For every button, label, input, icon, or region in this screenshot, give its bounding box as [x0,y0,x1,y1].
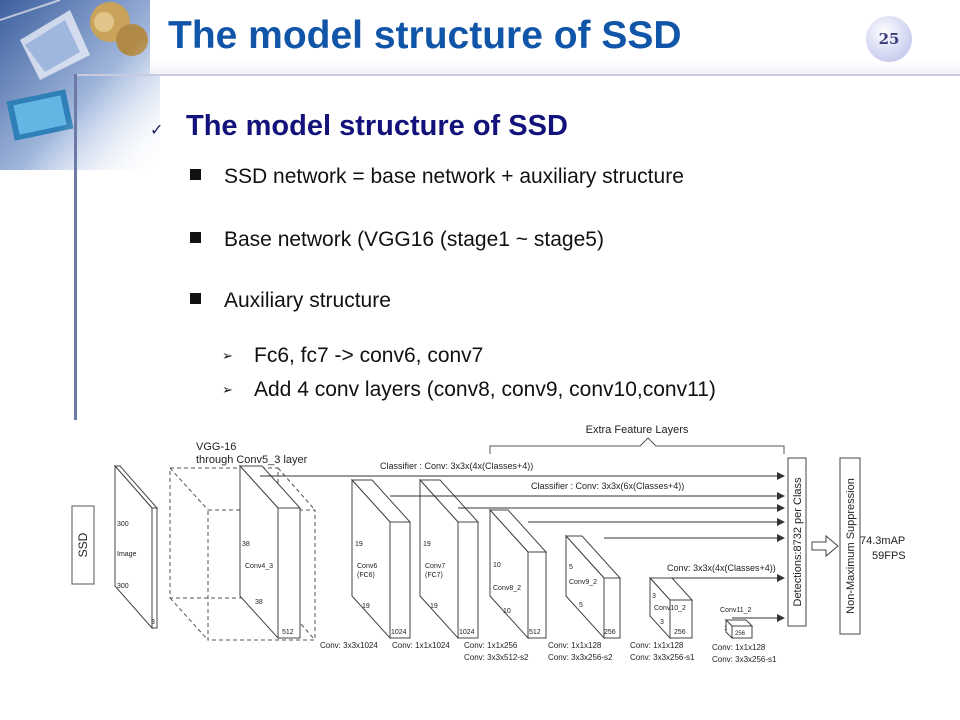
sub-bullet-item: ➢ Add 4 conv layers (conv8, conv9, conv10… [222,378,716,402]
header-divider [75,74,960,76]
conv8-2-block [488,508,548,640]
block-size-label: 19 [430,603,438,610]
vgg-label: VGG-16 [196,441,236,453]
extra-feature-layers-brace [489,437,785,454]
conv10-2-block [648,576,694,640]
block-size-label: 3 [652,593,656,600]
block-name-label: Conv9_2 [569,579,597,586]
conv7-block [418,478,480,640]
ssd-label-box [71,505,95,585]
section-heading: The model structure of SSD [186,110,568,142]
block-name-label: (FC7) [425,572,443,579]
arrow-bullet-icon: ➢ [222,348,233,363]
square-bullet-icon [190,169,201,180]
block-depth-label: 3 [151,619,155,626]
block-name-label: (FC6) [357,572,375,579]
block-name-label: Conv6 [357,563,377,570]
block-size-label: 10 [493,562,501,569]
page-number-badge: 25 [866,16,912,62]
block-depth-label: 256 [604,629,616,636]
block-depth-label: 1024 [459,629,475,636]
block-name-label: Image [117,551,137,558]
conv-label: Conv: 3x3x256-s2 [548,653,613,662]
result-map: 74.3mAP [860,535,905,547]
conv-label: Conv: 3x3x512-s2 [464,653,529,662]
conv-label: Conv: 1x1x256 [464,641,518,650]
detections-box [787,457,807,627]
block-depth-label: 512 [282,629,294,636]
left-rule [74,74,77,420]
block-depth-label: 256 [674,629,686,636]
conv6-block [350,478,412,640]
block-size-label: 5 [579,602,583,609]
block-size-label: 300 [117,583,129,590]
conv-label: Conv: 3x3x256-s1 [712,655,777,664]
ssd-architecture-diagram: SSD VGG-16 through Conv5_3 layer 300 Ima… [71,424,906,664]
classifier-label: Classifier : Conv: 3x3x(4x(Classes+4)) [380,461,533,471]
square-bullet-icon [190,293,201,304]
conv-label: Conv: 1x1x128 [548,641,602,650]
block-name-label: Conv7 [425,563,445,570]
detections-label: Detections:8732 per Class [792,477,804,607]
block-size-label: 300 [117,521,129,528]
square-bullet-icon [190,232,201,243]
sub-bullet-text: Add 4 conv layers (conv8, conv9, conv10,… [254,378,716,401]
block-size-label: 38 [242,541,250,548]
conv4-3-block [238,464,302,640]
block-name-label: Conv4_3 [245,563,273,570]
bullet-item: Auxiliary structure [190,289,391,313]
classifier-label: Classifier : Conv: 3x3x(6x(Classes+4)) [531,481,684,491]
block-depth-label: 1024 [391,629,407,636]
arrow-bullet-icon: ➢ [222,382,233,397]
nms-label: Non-Maximum Suppression [845,478,857,614]
block-size-label: 38 [255,599,263,606]
sub-bullet-text: Fc6, fc7 -> conv6, conv7 [254,344,484,367]
header-band [150,0,960,76]
header-decoration-image [0,0,160,170]
nms-box [839,457,861,635]
block-size-label: 19 [355,541,363,548]
block-name-label: Conv10_2 [654,605,686,612]
conv9-2-block [564,534,622,640]
bullet-text: SSD network = base network + auxiliary s… [224,165,684,188]
block-size-label: 3 [660,619,664,626]
conv-label: Conv: 1x1x1024 [392,641,450,650]
extra-feature-layers-label: Extra Feature Layers [586,424,689,436]
block-size-label: 1 [724,626,728,632]
conv-label: Conv: 3x3x1024 [320,641,378,650]
bullet-text: Base network (VGG16 (stage1 ~ stage5) [224,228,604,251]
block-name-label: Conv11_2 [720,607,752,614]
result-fps: 59FPS [872,550,906,562]
block-size-label: 19 [362,603,370,610]
conv-label: Conv: 1x1x128 [630,641,684,650]
bullet-item: SSD network = base network + auxiliary s… [190,165,684,189]
vgg-sublabel: through Conv5_3 layer [196,454,308,466]
slide-title: The model structure of SSD [168,14,682,57]
checkmark-icon: ✓ [150,122,164,139]
classifier-label: Conv: 3x3x(4x(Classes+4)) [667,563,776,573]
bullet-item: Base network (VGG16 (stage1 ~ stage5) [190,228,604,252]
image-block [113,464,159,630]
conv-label: Conv: 3x3x256-s1 [630,653,695,662]
conv-label: Conv: 1x1x128 [712,643,766,652]
block-depth-label: 256 [735,631,746,637]
sub-bullet-item: ➢ Fc6, fc7 -> conv6, conv7 [222,344,483,368]
block-name-label: Conv8_2 [493,585,521,592]
to-nms-arrow [811,534,839,558]
ssd-label: SSD [76,532,90,557]
block-depth-label: 512 [529,629,541,636]
bullet-text: Auxiliary structure [224,289,391,312]
conv11-2-block [724,618,754,640]
block-size-label: 5 [569,564,573,571]
block-size-label: 10 [503,608,511,615]
block-size-label: 19 [423,541,431,548]
